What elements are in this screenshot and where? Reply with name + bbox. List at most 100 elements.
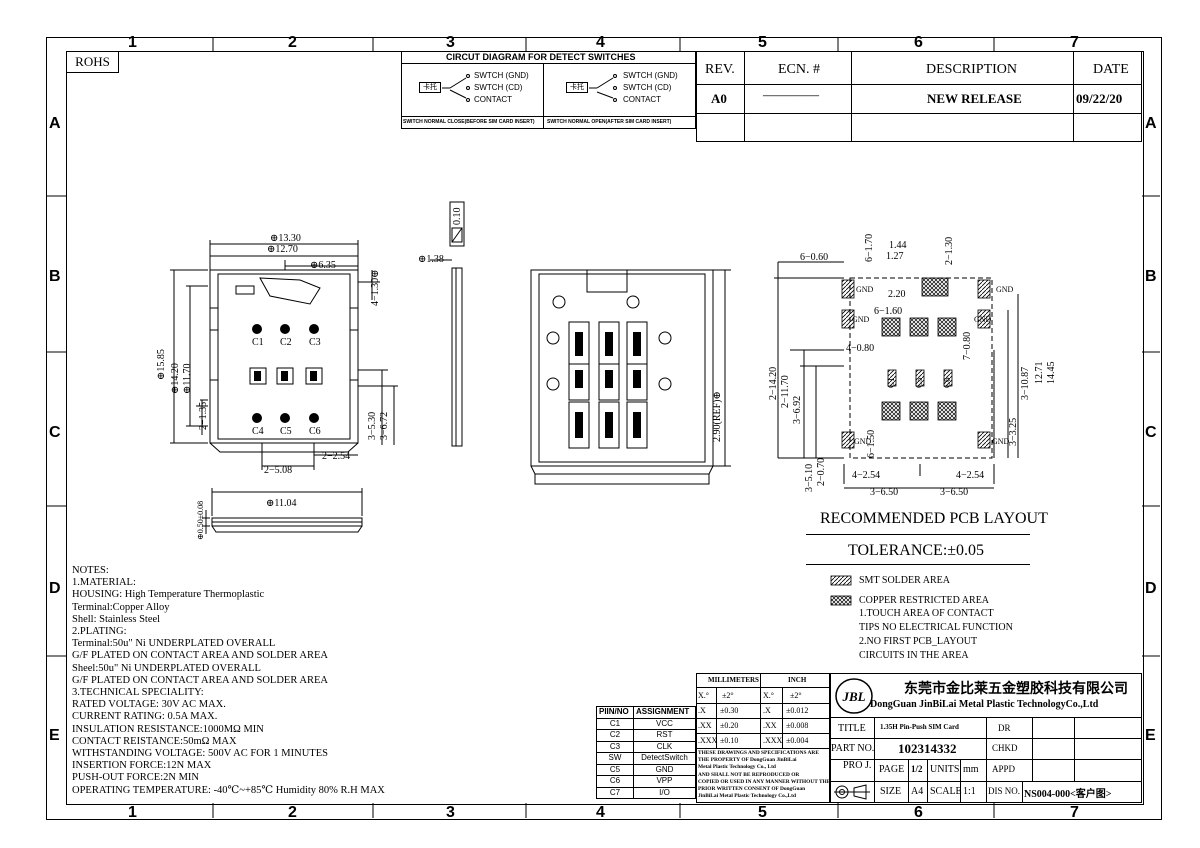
pcb-gnd-4: GND [974,315,992,324]
disclaimer-line: Metal Plastic Technology Co., Ltd [698,764,776,771]
dim-top-w3: ⊕6.35 [310,260,336,271]
legend-line-3: 2.NO FIRST PCB_LAYOUT [859,636,978,647]
bottom-view-drawing [530,269,731,485]
left-switch-contact: CONTACT [474,95,513,104]
ecn-value: ———— [763,88,819,103]
pcb-gnd-1: GND [856,285,874,294]
dr-label: DR [998,723,1011,733]
dim-side-h: ⊕0.50±0.08 [196,500,205,540]
scale-label: SCALE [930,786,962,797]
size-value: A4 [911,786,924,797]
pin-no: C1 [596,717,634,730]
pcb-dim-18: 2−0.70 [816,457,827,486]
switch-symbol-left [442,74,470,102]
contact-c2: C2 [280,337,292,348]
zone-col-2-top: 2 [288,34,297,51]
zone-row-c-left: C [49,424,61,441]
notes-line: Shell: Stainless Steel [72,613,161,625]
circuit-title: CIRCUT DIAGRAM FOR DETECT SWITCHES [446,52,636,62]
pin-assignment: RST [632,729,697,742]
zone-row-b-right: B [1145,268,1157,285]
dim-right-h1: 3−5.30 [367,411,378,440]
pin-no: SW [596,752,634,765]
pcb-dim-6: 6−1.60 [874,306,903,317]
description-header: DESCRIPTION [926,62,1018,77]
notes-line: G/F PLATED ON CONTACT AREA AND SOLDER AR… [72,674,328,686]
notes-line: PUSH-OUT FORCE:2N MIN [72,772,199,784]
pin-no: C5 [596,763,634,776]
pcb-dim-21: 3−6.50 [870,487,899,498]
right-switch-cd: SWTCH (CD) [623,83,672,92]
legend-copper: COPPER RESTRICTED AREA [859,595,990,606]
zone-col-7-top: 7 [1070,34,1079,51]
tol-cell: .XXX [698,736,718,745]
ecn-header: ECN. # [778,62,820,77]
pcb-layout-drawing [774,261,1019,489]
zone-row-d-right: D [1145,580,1157,597]
zone-col-1-bottom: 1 [128,804,137,821]
contact-c3: C3 [309,337,321,348]
notes-line: Terminal:Copper Alloy [72,601,170,613]
zone-col-1-top: 1 [128,34,137,51]
pin-assignment: GND [632,763,697,776]
zone-col-4-top: 4 [596,34,605,51]
pin-no: C6 [596,775,634,788]
dim-top-w2: ⊕12.70 [267,244,298,255]
pin-assignment: VPP [632,775,697,788]
tolerance-disclaimer: THESE DRAWINGS AND SPECIFICATIONS ARE TH… [698,750,830,800]
left-switch-gnd: SWTCH (GND) [474,71,529,80]
zone-col-6-top: 6 [914,34,923,51]
pin-header-no: PIIN/NO [596,706,634,719]
rohs-label: ROHS [75,54,110,69]
contact-c4: C4 [252,426,264,437]
zone-row-e-left: E [49,727,60,744]
drawing-outer-frame [46,37,1162,820]
tol-cell: .XXX [763,736,783,745]
notes-line: Sheel:50u" Ni UNDERPLATED OVERALL [72,662,261,674]
zone-col-3-top: 3 [446,34,455,51]
units-value: mm [963,764,979,775]
disclaimer-line: PRIOR WRITTEN CONSENT OF DongGuan [698,786,806,793]
title-label: TITLE [838,723,866,734]
notes-line: OPERATING TEMPERATURE: -40℃~+85℃ Humidit… [72,784,385,796]
notes-line: 1.MATERIAL: [72,577,136,589]
notes-line: CONTACT REISTANCE:50mΩ MAX [72,735,237,747]
dim-side-w: ⊕11.04 [266,498,297,509]
pcb-dim-7: 7−0.80 [962,331,973,360]
date-header: DATE [1093,62,1129,77]
pin-no: C2 [596,729,634,742]
zone-col-5-top: 5 [758,34,767,51]
pin-assignment: VCC [632,717,697,730]
contact-c1: C1 [252,337,264,348]
pcb-dim-15: 14.45 [1046,361,1057,385]
pcb-dim-17: 3−5.10 [804,463,815,492]
pcb-gnd-5: GND [854,437,872,446]
company-logo: JBL [835,678,873,714]
company-name-cn: 东莞市金比莱五金塑胶科技有限公司 [904,682,1128,697]
contact-c6: C6 [309,426,321,437]
tol-cell: .XX [763,721,777,730]
dim-right-h2: 3−6.72 [379,411,390,440]
card-tray-right: 卡托 [566,82,588,93]
rohs-box: ROHS [66,51,119,73]
part-label: PART NO. [831,743,875,754]
pcb-dim-16: 3−3.25 [1008,417,1019,446]
zone-col-2-bottom: 2 [288,804,297,821]
right-switch-contact: CONTACT [623,95,662,104]
tol-cell: X.° [698,691,709,700]
tol-cell: ±2° [790,691,802,700]
dim-left-h1: ⊕15.85 [156,349,167,380]
dim-profile-w: ⊕1.38 [418,254,444,265]
description-value: NEW RELEASE [927,91,1022,106]
dim-profile-top: 0.10 [452,207,463,226]
legend-swatches [830,575,852,606]
zone-row-c-right: C [1145,424,1157,441]
pcb-dim-19: 4−2.54 [852,470,881,481]
page-value: 1/2 [911,764,923,774]
right-switch-caption: SWITCH NORMAL OPEN(AFTER SIM CARD INSERT… [547,119,672,125]
zone-col-3-bottom: 3 [446,804,455,821]
page-label: PAGE [879,764,905,775]
part-value: 102314332 [898,741,957,756]
